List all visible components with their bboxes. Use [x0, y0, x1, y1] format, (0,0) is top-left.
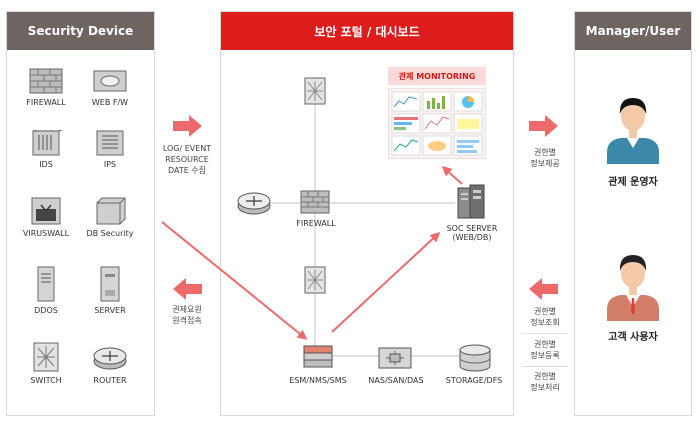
switch-icon — [33, 342, 59, 372]
device-label-firewall: FIREWALL — [26, 98, 66, 107]
nas-label: NAS/SAN/DAS — [368, 376, 424, 385]
remote-text-line1: 권제요원 — [172, 305, 202, 314]
ddos-icon — [37, 266, 55, 302]
collect-text: LOG/ EVENT RESOURCE DATE 수집 — [156, 143, 218, 176]
esm-label: ESM/NMS/SMS — [289, 376, 347, 385]
nas-icon — [378, 347, 412, 369]
manager-user-panel: Manager/User — [574, 11, 692, 416]
operator-avatar-icon — [607, 98, 659, 164]
storage-icon — [459, 344, 491, 372]
viruswall-icon — [31, 197, 61, 225]
monitoring-dashboard-image — [388, 88, 486, 159]
arrow-left-remote — [173, 278, 202, 300]
perm-item-register-line1: 권한별 — [533, 340, 557, 349]
server-icon — [100, 266, 120, 302]
device-switch: SWITCH — [6, 342, 86, 385]
device-viruswall: VIRUSWALL — [6, 197, 86, 238]
web-firewall-icon — [93, 70, 127, 92]
dashboard-thumbnail-icon — [391, 91, 483, 156]
provide-text: 권한별 정보제공 — [520, 147, 570, 169]
soc-server-label-line1: SOC SERVER — [446, 224, 498, 233]
perm-item-view: 권한별 정보조회 — [522, 306, 568, 328]
collect-text-line1: LOG/ EVENT — [162, 144, 212, 153]
device-label-viruswall: VIRUSWALL — [22, 229, 70, 238]
device-ddos: DDOS — [6, 266, 86, 315]
device-firewall: FIREWALL — [6, 68, 86, 107]
perm-item-view-line2: 정보조회 — [530, 318, 560, 327]
device-web-fw: WEB F/W — [70, 68, 150, 107]
remote-text-line2: 원격접속 — [172, 316, 202, 325]
device-label-web-fw: WEB F/W — [91, 98, 129, 107]
arrow-left-request — [529, 278, 558, 300]
mid-switch-icon — [304, 266, 326, 294]
perm-divider-1 — [522, 333, 568, 334]
db-security-icon — [96, 197, 126, 225]
provide-text-line1: 권한별 — [533, 148, 557, 157]
perm-item-process-line2: 정보처리 — [530, 383, 560, 392]
customer-avatar-icon — [607, 255, 659, 321]
device-label-switch: SWITCH — [30, 376, 62, 385]
device-label-ddos: DDOS — [34, 306, 58, 315]
device-label-db-security: DB Security — [86, 229, 134, 238]
esm-rack-icon — [303, 345, 333, 368]
portal-dashboard-title: 보안 포털 / 대시보드 — [221, 12, 513, 50]
operator-label: 관제 운영자 — [608, 177, 658, 188]
manager-user-title: Manager/User — [575, 12, 691, 50]
device-db-security: DB Security — [70, 197, 150, 238]
perm-item-process: 권한별 정보처리 — [522, 371, 568, 393]
security-device-title: Security Device — [7, 12, 154, 50]
perm-item-register: 권한별 정보등록 — [522, 339, 568, 361]
ids-icon — [32, 130, 63, 156]
soc-to-monitor-line — [441, 166, 463, 185]
collect-text-line2: RESOURCE — [165, 155, 209, 164]
monitoring-box: 관제 MONITORING — [388, 67, 486, 159]
soc-server-label: SOC SERVER (WEB/DB) — [437, 224, 507, 242]
device-ips: IPS — [70, 130, 150, 169]
soc-server-icon — [457, 184, 485, 219]
storage-label: STORAGE/DFS — [445, 376, 503, 385]
arrow-right-collect — [173, 115, 202, 137]
device-label-ids: IDS — [39, 160, 53, 169]
firewall-icon — [29, 68, 63, 94]
center-firewall-label: FIREWALL — [296, 219, 336, 228]
device-label-server: SERVER — [94, 306, 126, 315]
remote-text: 권제요원 원격접속 — [162, 304, 212, 326]
ips-icon — [96, 130, 124, 156]
perm-item-register-line2: 정보등록 — [530, 351, 560, 360]
device-server: SERVER — [70, 266, 150, 315]
device-router: ROUTER — [70, 342, 150, 385]
collect-text-line3: DATE 수집 — [167, 166, 207, 175]
arrow-right-provide — [529, 115, 558, 137]
esm-to-soc-line — [331, 231, 441, 333]
perm-item-process-line1: 권한별 — [533, 372, 557, 381]
perm-item-view-line1: 권한별 — [533, 307, 557, 316]
device-label-ips: IPS — [103, 160, 117, 169]
device-to-esm-line — [161, 221, 308, 340]
center-router-icon — [237, 192, 271, 215]
center-firewall-icon — [300, 190, 330, 214]
top-switch-icon — [304, 77, 326, 105]
provide-text-line2: 정보제공 — [530, 159, 560, 168]
router-icon — [93, 347, 127, 370]
monitoring-title: 관제 MONITORING — [388, 67, 486, 85]
perm-divider-2 — [522, 366, 568, 367]
device-ids: IDS — [6, 130, 86, 169]
soc-server-label-line2: (WEB/DB) — [452, 233, 492, 242]
device-label-router: ROUTER — [93, 376, 127, 385]
customer-label: 고객 사용자 — [608, 332, 658, 343]
